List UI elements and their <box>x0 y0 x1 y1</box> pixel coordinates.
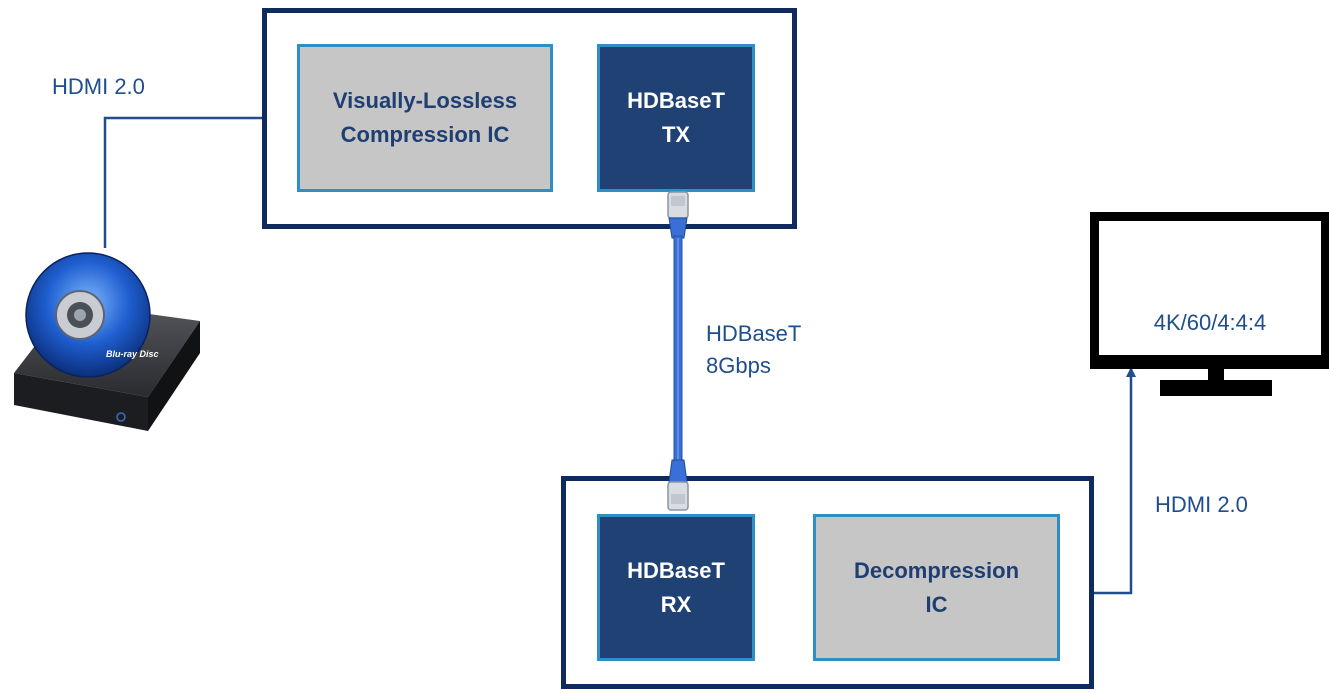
decompression-ic-block: Decompression IC <box>813 514 1060 661</box>
output-hdmi-label: HDMI 2.0 <box>1155 492 1248 517</box>
input-hdmi-line <box>103 113 298 248</box>
display-resolution-label: 4K/60/4:4:4 <box>1153 310 1267 335</box>
hdbaset-rx-block: HDBaseT RX <box>597 514 755 661</box>
monitor-icon <box>1090 212 1329 396</box>
hdbaset-tx-block: HDBaseT TX <box>597 44 755 192</box>
input-hdmi-label: HDMI 2.0 <box>52 74 145 99</box>
compression-ic-block: Visually-Lossless Compression IC <box>297 44 553 192</box>
ethernet-cable-icon <box>667 191 689 511</box>
disc-brand-text: Blu-ray Disc <box>106 349 159 359</box>
hdbaset-link-label: HDBaseT 8Gbps <box>706 321 802 378</box>
bluray-player-icon: Blu-ray Disc <box>14 252 200 431</box>
